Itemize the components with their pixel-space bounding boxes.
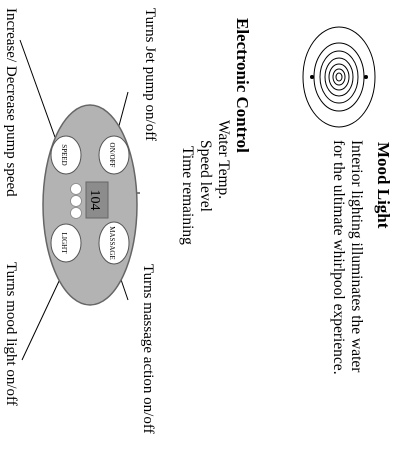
temperature-display <box>85 181 109 219</box>
massage-button-label: MASSAGE <box>108 226 116 259</box>
on-off-button[interactable]: ON/OFF <box>98 135 130 175</box>
callout-label-massage: Turns massage action on/off <box>140 264 156 434</box>
indicator-light <box>70 195 82 207</box>
speed-button-label: SPEED <box>60 144 68 165</box>
whirlpool-jet-dot <box>310 75 314 79</box>
whirlpool-outer-ring <box>302 26 376 128</box>
callout-line-pump-speed <box>19 39 57 141</box>
whirlpool-ring <box>324 57 354 97</box>
massage-button[interactable]: MASSAGE <box>98 221 130 265</box>
callout-label-pump-speed: Increase/ Decrease pump speed <box>3 8 19 197</box>
speed-button[interactable]: SPEED <box>50 135 82 175</box>
whirlpool-jet-dot <box>364 75 368 79</box>
whirlpool-illustration <box>302 26 376 128</box>
whirlpool-core <box>335 72 343 82</box>
light-button-label: LIGHT <box>60 233 68 255</box>
whirlpool-ring <box>328 63 350 91</box>
callout-label-jet-pump: Turns Jet pump on/off <box>142 8 158 141</box>
callout-label-mood-light: Turns mood light on/off <box>3 262 19 406</box>
indicator-light <box>70 183 82 195</box>
whirlpool-ring <box>332 68 346 86</box>
whirlpool-ring <box>319 50 359 104</box>
indicator-light <box>70 207 82 219</box>
temperature-display-value: 104 <box>87 190 102 211</box>
light-button[interactable]: LIGHT <box>50 223 82 263</box>
on-off-button-label: ON/OFF <box>108 143 116 168</box>
